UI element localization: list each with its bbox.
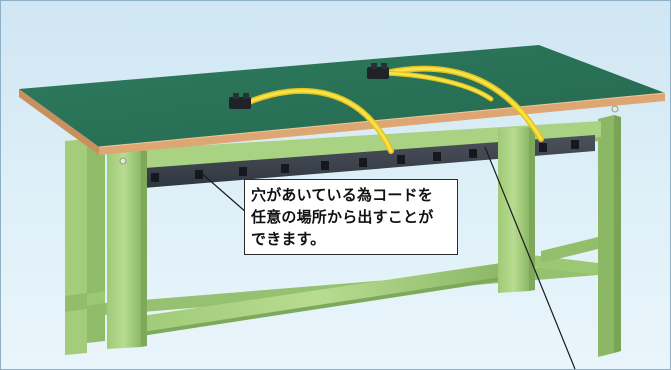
- front-lower-stretcher: [135, 263, 501, 333]
- back-leg-right: [598, 115, 621, 357]
- callout-box: 穴があいている為コードを 任意の場所から出すことが できます。: [244, 179, 458, 255]
- power-cords: [246, 65, 544, 154]
- plug-left: [229, 93, 251, 109]
- callout-line-3: できます。: [251, 230, 326, 248]
- callout-leader: [198, 146, 576, 369]
- plug-right: [367, 63, 389, 79]
- front-leg-right: [498, 127, 535, 293]
- front-leg-far-left: [65, 139, 87, 355]
- front-apron: [107, 121, 601, 171]
- back-leg-left: [87, 144, 105, 343]
- front-leg-left: [107, 149, 147, 349]
- callout-line-2: 任意の場所から出すことが: [251, 208, 434, 226]
- wiring-panel: [131, 135, 595, 189]
- callout-line-1: 穴があいている為コードを: [251, 186, 433, 204]
